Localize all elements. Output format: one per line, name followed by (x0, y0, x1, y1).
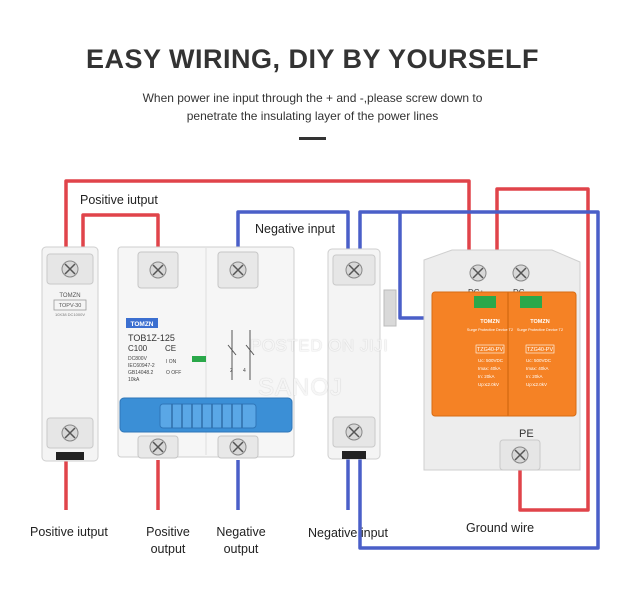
watermark-line-1: POSTED ON JIJI (250, 336, 389, 355)
label-positive-iutput-top: Positive iutput (80, 193, 158, 207)
ce-mark: CE (165, 344, 176, 353)
spd-spec-right-2: Imax: 40kA (526, 366, 549, 371)
circuit-breaker: TOMZN TOB1Z-125 C100 CE DC800V IEC60947-… (117, 246, 295, 459)
spd-subtitle-left: Surge Protective Device T2 (467, 328, 513, 332)
spd-brand-left: TOMZN (480, 319, 499, 325)
svg-text:4: 4 (243, 368, 246, 374)
breaker-line-4: 10kA (128, 377, 140, 383)
fuse-holder-left: TOMZN TOPV-30 10X38 DC1000V (41, 246, 99, 462)
breaker-rating: C100 (128, 344, 148, 353)
positive-wire-loop (64, 179, 471, 255)
spd-spec-left-4: Up:≤2.0kV (478, 382, 499, 387)
positive-wire-fuse-breaker (81, 213, 160, 248)
spd-spec-right-3: In: 20kA (526, 374, 543, 379)
negative-input-bottom-wire (358, 210, 600, 550)
label-negative-input-top: Negative input (255, 222, 335, 236)
spd-spec-right-4: Up:≤2.0kV (526, 382, 547, 387)
surge-protector: DC+ DC- TOMZN Surge Protective Device T2… (423, 249, 581, 471)
breaker-line-1: DC800V (128, 356, 148, 362)
fuse-model: TOPV-30 (59, 303, 82, 309)
spd-brand-right: TOMZN (530, 319, 549, 325)
label-negative-output: Negative output (216, 525, 266, 556)
breaker-brand: TOMZN (131, 321, 154, 328)
spd-subtitle-right: Surge Protective Device T2 (517, 328, 563, 332)
negative-wire-breaker-fuse (236, 210, 350, 250)
subtitle-line-2: penetrate the insulating layer of the po… (186, 109, 439, 123)
breaker-line-3: GB14048.2 (128, 370, 154, 376)
title-divider (299, 137, 326, 140)
page-title: EASY WIRING, DIY BY YOURSELF (85, 44, 540, 74)
breaker-model: TOB1Z-125 (128, 333, 175, 343)
label-negative-input-bottom: Negative input (308, 526, 388, 540)
fuse-spec: 10X38 DC1000V (55, 312, 85, 317)
fuse-holder-right (327, 248, 397, 460)
on-label: I ON (166, 359, 177, 365)
subtitle-line-1: When power ine input through the + and -… (142, 91, 483, 105)
status-indicator-green (192, 356, 206, 362)
breaker-line-2: IEC60947-2 (128, 363, 155, 369)
circuit-symbol-icon (227, 330, 255, 380)
label-positive-iutput-bottom: Positive iutput (30, 525, 108, 539)
label-ground-wire: Ground wire (466, 521, 535, 535)
ground-wire (495, 187, 590, 512)
spd-spec-left-1: Uc: 500VDC (478, 358, 504, 363)
fuse-brand: TOMZN (59, 293, 80, 299)
spd-spec-right-1: Uc: 500VDC (526, 358, 552, 363)
spd-spec-left-2: Imax: 40kA (478, 366, 501, 371)
spd-model-right: TZG40-PV (527, 347, 554, 353)
label-positive-output: Positive output (146, 525, 190, 556)
svg-text:2: 2 (230, 368, 233, 374)
pe-label: PE (519, 428, 534, 440)
watermark-line-2: SANOJ (258, 374, 344, 401)
spd-spec-left-3: In: 20kA (478, 374, 495, 379)
off-label: O OFF (166, 370, 181, 376)
spd-model-left: TZG40-PV (477, 347, 504, 353)
